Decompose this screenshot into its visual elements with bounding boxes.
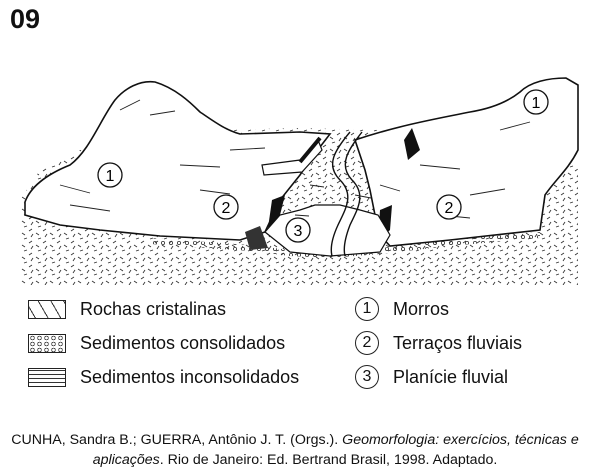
river — [330, 131, 351, 257]
consolidated-swatch — [28, 333, 66, 353]
unconsolidated-swatch — [28, 367, 66, 387]
label-morro-left: 1 — [97, 162, 123, 188]
legend-row-terracos: 2 Terraços fluviais — [355, 326, 522, 360]
svg-text:2: 2 — [445, 200, 454, 217]
citation-title: Geomorfologia: exercícios, técnicas e ap… — [92, 432, 579, 468]
legend-label: Sedimentos consolidados — [80, 332, 286, 353]
number-circle: 3 — [355, 365, 379, 389]
legend-units: 1 Morros 2 Terraços fluviais 3 Planície … — [355, 292, 522, 394]
right-hill — [353, 77, 579, 247]
svg-text:1: 1 — [106, 168, 115, 185]
svg-text:2: 2 — [222, 200, 231, 217]
legend-row-planicie: 3 Planície fluvial — [355, 360, 522, 394]
legend-row-unconsolidated: Sedimentos inconsolidados — [28, 360, 299, 394]
svg-text:1: 1 — [532, 95, 541, 112]
crystalline-swatch — [28, 299, 66, 319]
number-circle: 2 — [355, 331, 379, 355]
legend-materials: Rochas cristalinas Sedimentos consolidad… — [28, 292, 299, 394]
source-citation: CUNHA, Sandra B.; GUERRA, Antônio J. T. … — [0, 430, 590, 470]
legend-row-crystalline: Rochas cristalinas — [28, 292, 299, 326]
legend-label: Rochas cristalinas — [80, 298, 227, 319]
citation-publisher: . Rio de Janeiro: Ed. Bertrand Brasil, 1… — [159, 452, 498, 468]
label-planicie: 3 — [285, 217, 311, 243]
legend-label: Planície fluvial — [393, 366, 509, 387]
label-terraco-left: 2 — [213, 194, 239, 220]
left-hill — [24, 80, 332, 241]
svg-text:3: 3 — [294, 223, 303, 240]
legend-label: Terraços fluviais — [393, 332, 523, 353]
legend-label: Morros — [393, 298, 450, 319]
question-number: 09 — [10, 4, 41, 34]
label-terraco-right: 2 — [436, 194, 462, 220]
label-morro-right: 1 — [523, 89, 549, 115]
number-circle: 1 — [355, 297, 379, 321]
legend-row-consolidated: Sedimentos consolidados — [28, 326, 299, 360]
geomorphology-diagram: 1 1 2 2 3 — [20, 77, 579, 285]
legend-row-morros: 1 Morros — [355, 292, 522, 326]
citation-authors: CUNHA, Sandra B.; GUERRA, Antônio J. T. … — [11, 432, 343, 448]
legend-label: Sedimentos inconsolidados — [80, 366, 300, 387]
